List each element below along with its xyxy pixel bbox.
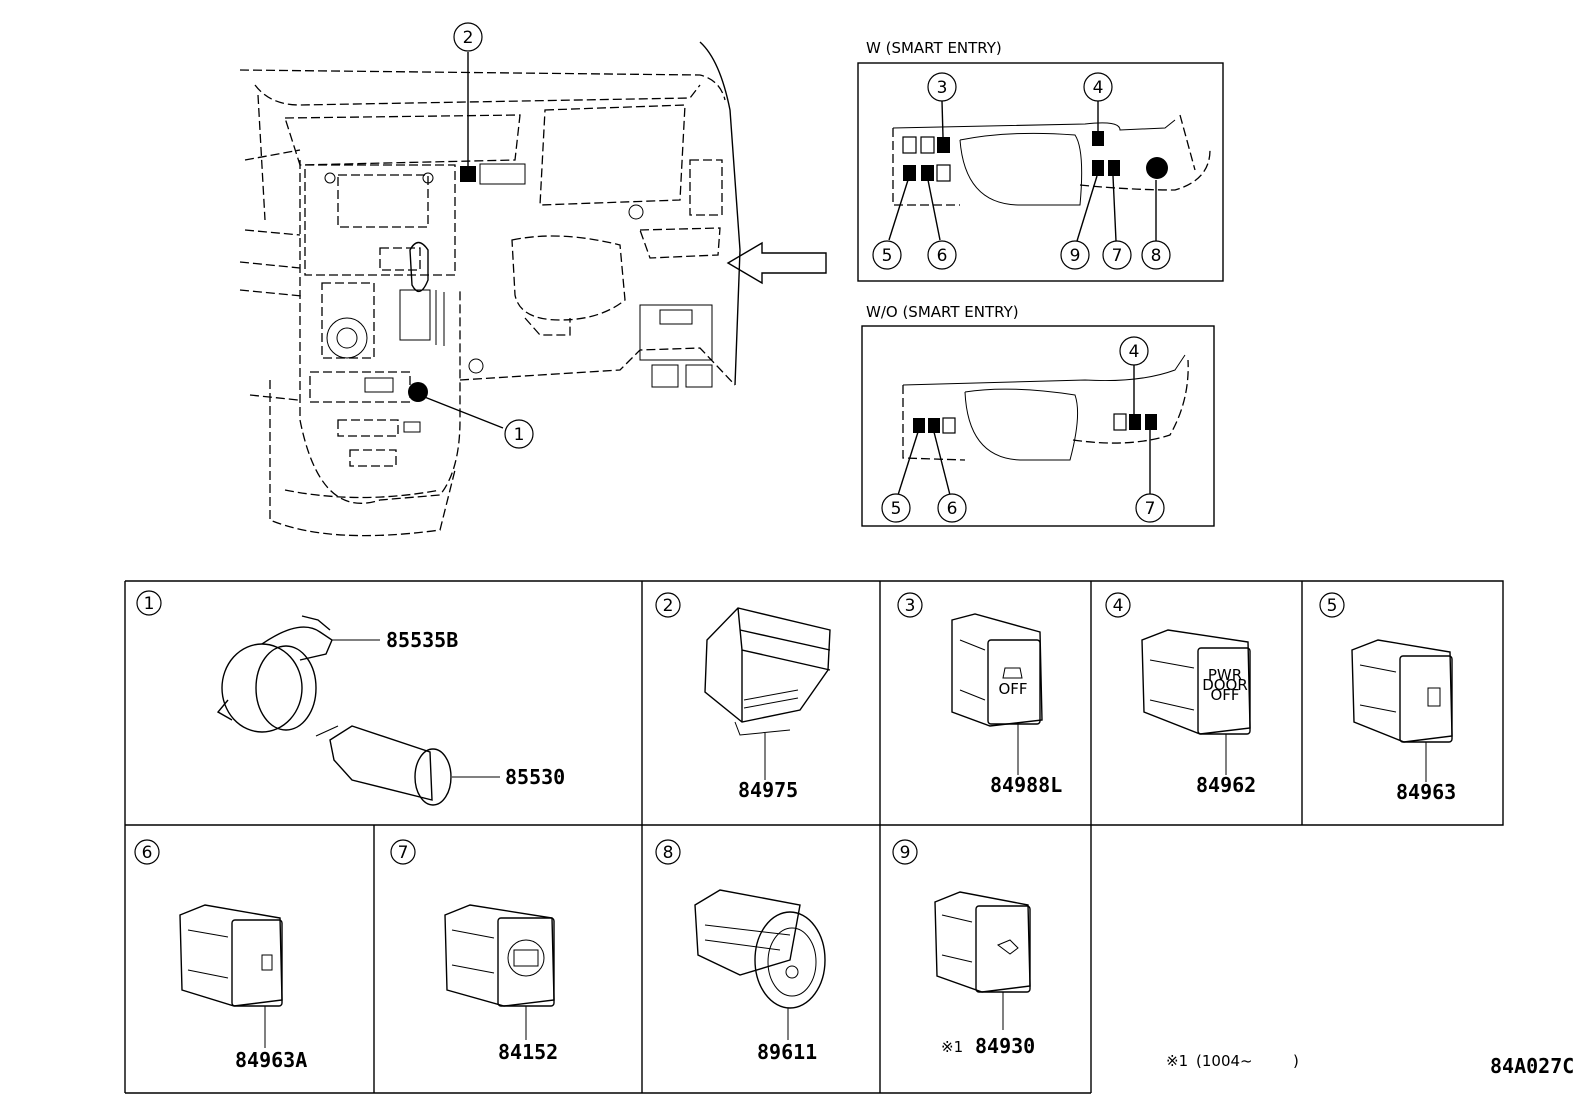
part-number-84962: 84962 bbox=[1196, 773, 1256, 797]
cell-index-7: 7 bbox=[398, 843, 409, 863]
part-number-84152: 84152 bbox=[498, 1040, 558, 1064]
cell-index-1: 1 bbox=[144, 594, 155, 614]
inset-callout-3: 3 bbox=[937, 78, 948, 98]
inset-no-smart-entry: W/O (SMART ENTRY) 4 5 6 7 bbox=[861, 303, 1215, 527]
cell-index-2: 2 bbox=[663, 596, 674, 616]
callout-1: 1 bbox=[514, 425, 525, 445]
door-label: DOOR bbox=[1202, 676, 1248, 694]
inset2-callout-5: 5 bbox=[891, 499, 902, 519]
dashboard-overview: 2 1 bbox=[239, 22, 827, 537]
inset2-callout-7: 7 bbox=[1145, 499, 1156, 519]
inset-title-smart-entry: W (SMART ENTRY) bbox=[866, 39, 1002, 57]
part-switch-84988L: OFF 84988L bbox=[951, 613, 1062, 797]
part-number-89611: 89611 bbox=[757, 1040, 817, 1064]
part-number-84963A: 84963A bbox=[235, 1048, 307, 1072]
cell-index-8: 8 bbox=[663, 843, 674, 863]
part-mirror-switch: 84152 bbox=[444, 904, 558, 1064]
figure-code: 84A027C bbox=[1490, 1054, 1574, 1078]
pwr-label: PWR bbox=[1208, 666, 1242, 684]
inset2-callout-4: 4 bbox=[1129, 342, 1140, 362]
inset-smart-entry: W (SMART ENTRY) 3 4 5 6 9 bbox=[857, 39, 1224, 282]
inset-callout-6: 6 bbox=[937, 246, 948, 266]
inset-title-no-smart-entry: W/O (SMART ENTRY) bbox=[866, 303, 1019, 321]
part-socket-lighter: 85535B 85530 bbox=[216, 615, 565, 806]
footnote-mark: ※1 bbox=[1166, 1052, 1188, 1070]
cell-index-3: 3 bbox=[905, 596, 916, 616]
cell-indices: 1 2 3 4 5 6 7 8 9 bbox=[134, 590, 1345, 865]
part-number-85530: 85530 bbox=[505, 765, 565, 789]
inset-callout-7: 7 bbox=[1112, 246, 1123, 266]
inset-callout-4: 4 bbox=[1093, 78, 1104, 98]
part-number-84975: 84975 bbox=[738, 778, 798, 802]
part-switch-84930: ※1 84930 bbox=[934, 891, 1035, 1058]
inset-callout-5: 5 bbox=[882, 246, 893, 266]
part-number-84963: 84963 bbox=[1396, 780, 1456, 804]
inset-callout-9: 9 bbox=[1070, 246, 1081, 266]
vsc-off-label: OFF bbox=[998, 680, 1027, 698]
footnote-close: ) bbox=[1293, 1052, 1299, 1070]
part-switch-84963A: 84963A bbox=[179, 904, 307, 1072]
part-switch-84963: 84963 bbox=[1351, 639, 1456, 804]
part-switch-84962: PWR DOOR OFF 84962 bbox=[1141, 629, 1256, 797]
part-number-84988L: 84988L bbox=[990, 773, 1062, 797]
cell-index-6: 6 bbox=[142, 843, 153, 863]
callout-2: 2 bbox=[463, 28, 474, 48]
part-number-85535B: 85535B bbox=[386, 628, 458, 652]
off-label: OFF bbox=[1210, 686, 1239, 704]
part-rocker-switch: 84975 bbox=[704, 607, 831, 802]
footnote-text: (1004~ bbox=[1196, 1052, 1253, 1070]
cell-index-9: 9 bbox=[900, 843, 911, 863]
part-prefix-84930: ※1 bbox=[941, 1038, 963, 1056]
inset-callout-8: 8 bbox=[1151, 246, 1162, 266]
part-number-84930: 84930 bbox=[975, 1034, 1035, 1058]
cell-index-4: 4 bbox=[1113, 596, 1124, 616]
footnote: ※1 (1004~ ) bbox=[1166, 1052, 1299, 1070]
cell-index-5: 5 bbox=[1327, 596, 1338, 616]
inset2-callout-6: 6 bbox=[947, 499, 958, 519]
part-start-button: 89611 bbox=[694, 889, 826, 1064]
parts-grid bbox=[124, 580, 1504, 1094]
